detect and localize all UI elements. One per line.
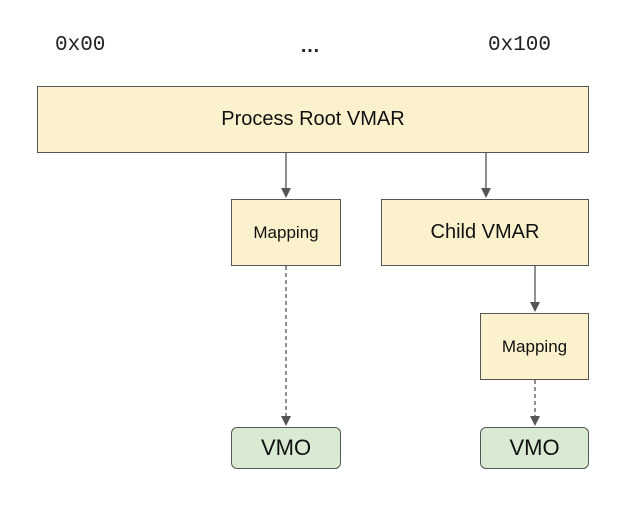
child-vmar-label: Child VMAR	[430, 221, 540, 243]
vmo-right-box: VMO	[480, 427, 589, 469]
mapping-left-box: Mapping	[231, 199, 341, 266]
process-root-vmar-label: Process Root VMAR	[221, 108, 405, 130]
mapping-right-box: Mapping	[480, 313, 589, 380]
mapping-left-label: Mapping	[253, 222, 319, 242]
vmo-left-box: VMO	[231, 427, 341, 469]
process-root-vmar-box: Process Root VMAR	[37, 86, 589, 153]
vmo-left-label: VMO	[260, 435, 312, 460]
address-end-label: 0x100	[488, 34, 552, 57]
mapping-right-label: Mapping	[501, 336, 568, 356]
child-vmar-box: Child VMAR	[381, 199, 589, 266]
address-ellipsis: …	[300, 35, 320, 57]
address-start-label: 0x00	[55, 34, 106, 57]
vmo-right-label: VMO	[509, 435, 560, 460]
